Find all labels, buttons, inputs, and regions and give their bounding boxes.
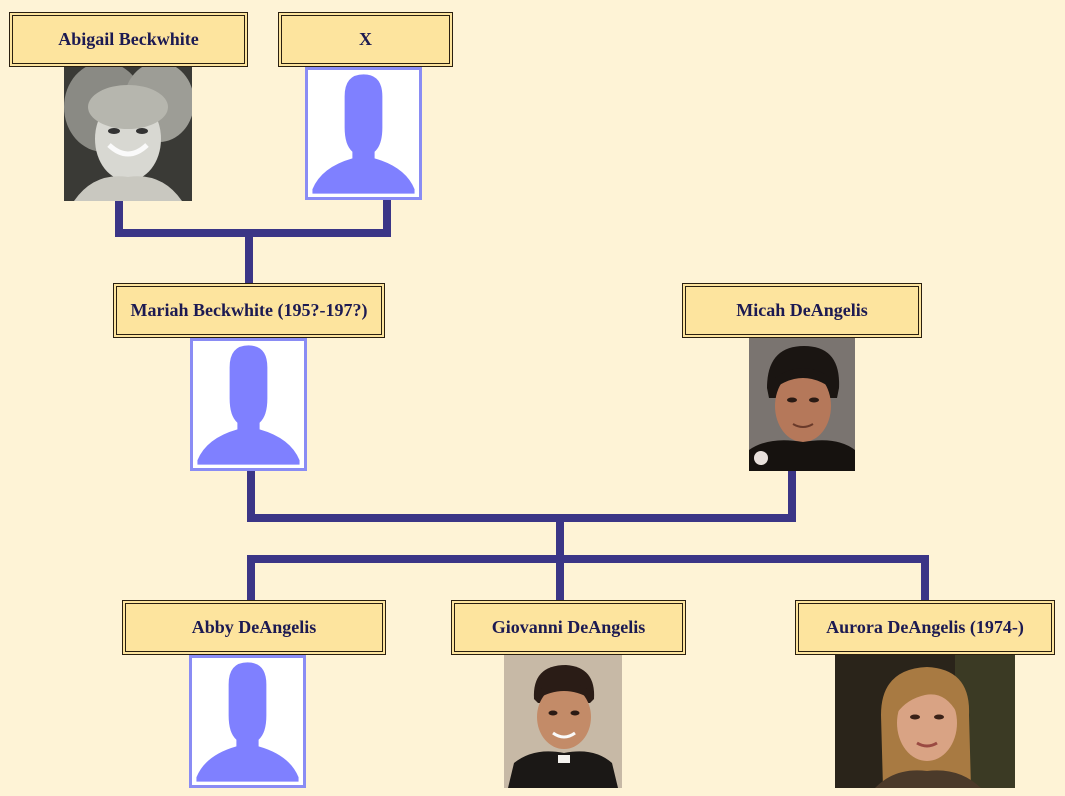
person-name-aurora: Aurora DeAngelis (1974-) bbox=[795, 600, 1055, 655]
connector-children-bar bbox=[247, 555, 929, 563]
person-name-abby: Abby DeAngelis bbox=[122, 600, 386, 655]
portrait-photo-aurora bbox=[835, 655, 1015, 788]
silhouette-placeholder-x bbox=[305, 67, 422, 200]
person-name-mariah: Mariah Beckwhite (195?-197?) bbox=[113, 283, 385, 338]
connector-x-down bbox=[383, 198, 391, 236]
person-name-micah: Micah DeAngelis bbox=[682, 283, 922, 338]
connector-mariah-down bbox=[247, 468, 255, 522]
connector-parents-bar bbox=[115, 229, 391, 237]
portrait-photo-micah bbox=[749, 338, 855, 471]
connector-to-aurora bbox=[921, 555, 929, 601]
connector-abigail-down bbox=[115, 200, 123, 236]
portrait-photo-abigail bbox=[64, 67, 192, 201]
portrait-photo-giovanni bbox=[504, 655, 622, 788]
connector-to-abby bbox=[247, 555, 255, 601]
person-name-abigail: Abigail Beckwhite bbox=[9, 12, 248, 67]
silhouette-placeholder-abby bbox=[189, 655, 306, 788]
person-name-giovanni: Giovanni DeAngelis bbox=[451, 600, 686, 655]
connector-to-children bbox=[556, 514, 564, 562]
connector-couple-bar bbox=[247, 514, 796, 522]
connector-to-giovanni bbox=[556, 555, 564, 601]
silhouette-placeholder-mariah bbox=[190, 338, 307, 471]
person-name-x: X bbox=[278, 12, 453, 67]
connector-micah-down bbox=[788, 468, 796, 522]
connector-to-mariah bbox=[245, 229, 253, 285]
